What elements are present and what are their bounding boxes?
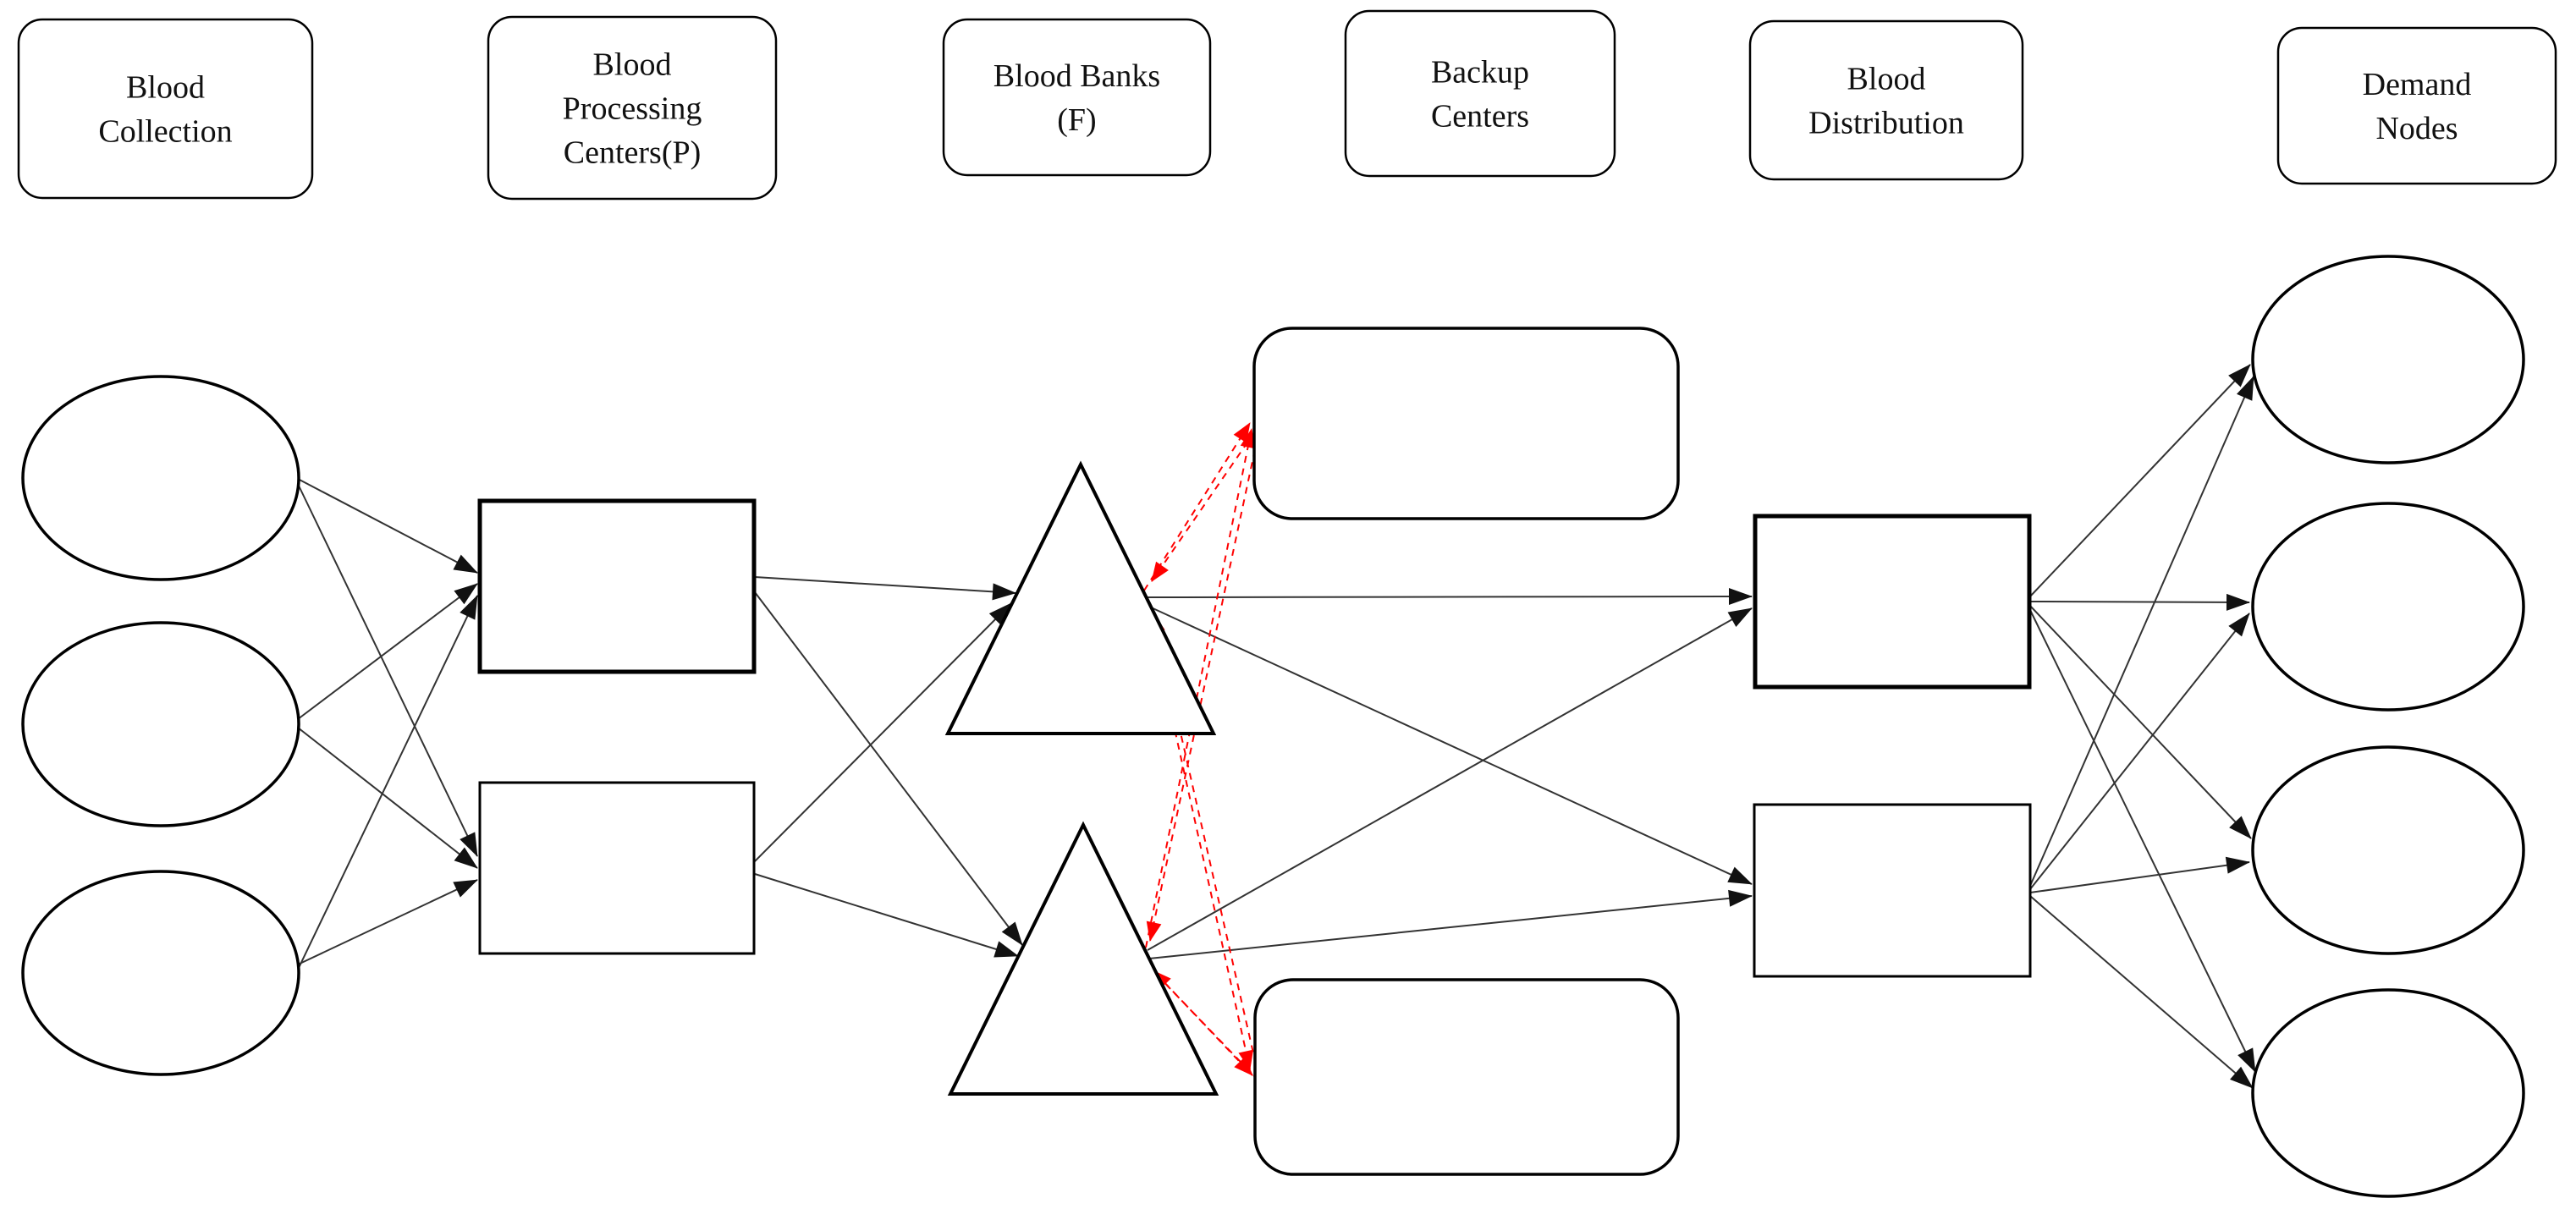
flow-arrow xyxy=(297,478,478,574)
stage-label-line: Blood xyxy=(126,70,205,106)
processing-rect-2 xyxy=(478,781,756,955)
stage-label-line: Demand xyxy=(2363,67,2472,102)
flow-arrow xyxy=(1145,588,1753,606)
distribution-rect-1 xyxy=(1753,514,2032,690)
label-backup-centers-box xyxy=(1344,9,1616,178)
label-blood-distribution-box xyxy=(1748,19,2024,181)
backup-flow-arrow xyxy=(1151,431,1256,582)
backup-flow-arrow xyxy=(1143,422,1251,591)
flow-arrow xyxy=(1148,606,1753,885)
flow-arrow xyxy=(2029,376,2254,887)
flow-arrow xyxy=(1147,607,1753,951)
collection-ellipse-2 xyxy=(21,621,300,827)
stage-label-line: Blood Banks xyxy=(994,58,1160,94)
stage-label-line: Nodes xyxy=(2375,111,2458,146)
blood-bank-triangle-1 xyxy=(944,460,1217,735)
label-blood-collection-box xyxy=(17,18,314,200)
label-blood-banks: Blood Banks (F) xyxy=(994,58,1160,138)
processing-rect-1 xyxy=(477,498,757,674)
stage-label-line: Blood xyxy=(593,47,672,83)
backup-flow-arrow xyxy=(1152,970,1259,1081)
blood-bank-triangle-2 xyxy=(947,821,1219,1096)
flow-arrow xyxy=(1148,889,1753,959)
stage-label-line: Distribution xyxy=(1808,106,1964,141)
flow-arrow xyxy=(297,483,478,857)
flow-arrow xyxy=(754,591,1023,946)
demand-ellipse-4 xyxy=(2251,988,2525,1198)
stage-label-line: Processing xyxy=(563,91,702,127)
stage-label-line: Blood xyxy=(1847,62,1926,97)
demand-ellipse-3 xyxy=(2251,745,2525,955)
backup-flow-arrow xyxy=(1146,437,1258,942)
flow-arrow xyxy=(754,602,1012,862)
stage-label-line: Backup xyxy=(1431,55,1529,91)
flow-arrow xyxy=(2028,364,2251,598)
label-blood-banks-box xyxy=(942,18,1212,177)
stage-label-line: Centers xyxy=(1431,99,1529,135)
demand-ellipse-2 xyxy=(2251,502,2525,712)
flow-arrow xyxy=(754,576,1016,601)
label-demand-nodes-box xyxy=(2276,26,2557,185)
stage-label-line: Collection xyxy=(98,114,232,150)
flow-arrow xyxy=(297,595,478,970)
stage-label-line: (F) xyxy=(1057,102,1096,138)
demand-ellipse-1 xyxy=(2251,255,2525,464)
collection-ellipse-1 xyxy=(21,375,300,581)
distribution-rect-2 xyxy=(1753,803,2032,978)
collection-ellipse-3 xyxy=(21,870,300,1076)
stage-label-line: Centers(P) xyxy=(564,135,702,171)
flow-arrow xyxy=(2028,607,2256,1073)
backup-center-box-1 xyxy=(1252,327,1680,520)
flow-arrow xyxy=(297,879,478,965)
flow-arrow xyxy=(2029,895,2254,1089)
backup-center-box-2 xyxy=(1253,978,1680,1176)
flow-arrow xyxy=(754,873,1019,958)
flow-arrow xyxy=(2029,856,2250,893)
flow-arrow xyxy=(2028,604,2252,839)
flow-arrow xyxy=(297,727,478,869)
label-blood-processing-box xyxy=(487,15,778,201)
flow-arrow xyxy=(2029,613,2250,890)
flow-arrow xyxy=(297,583,478,720)
